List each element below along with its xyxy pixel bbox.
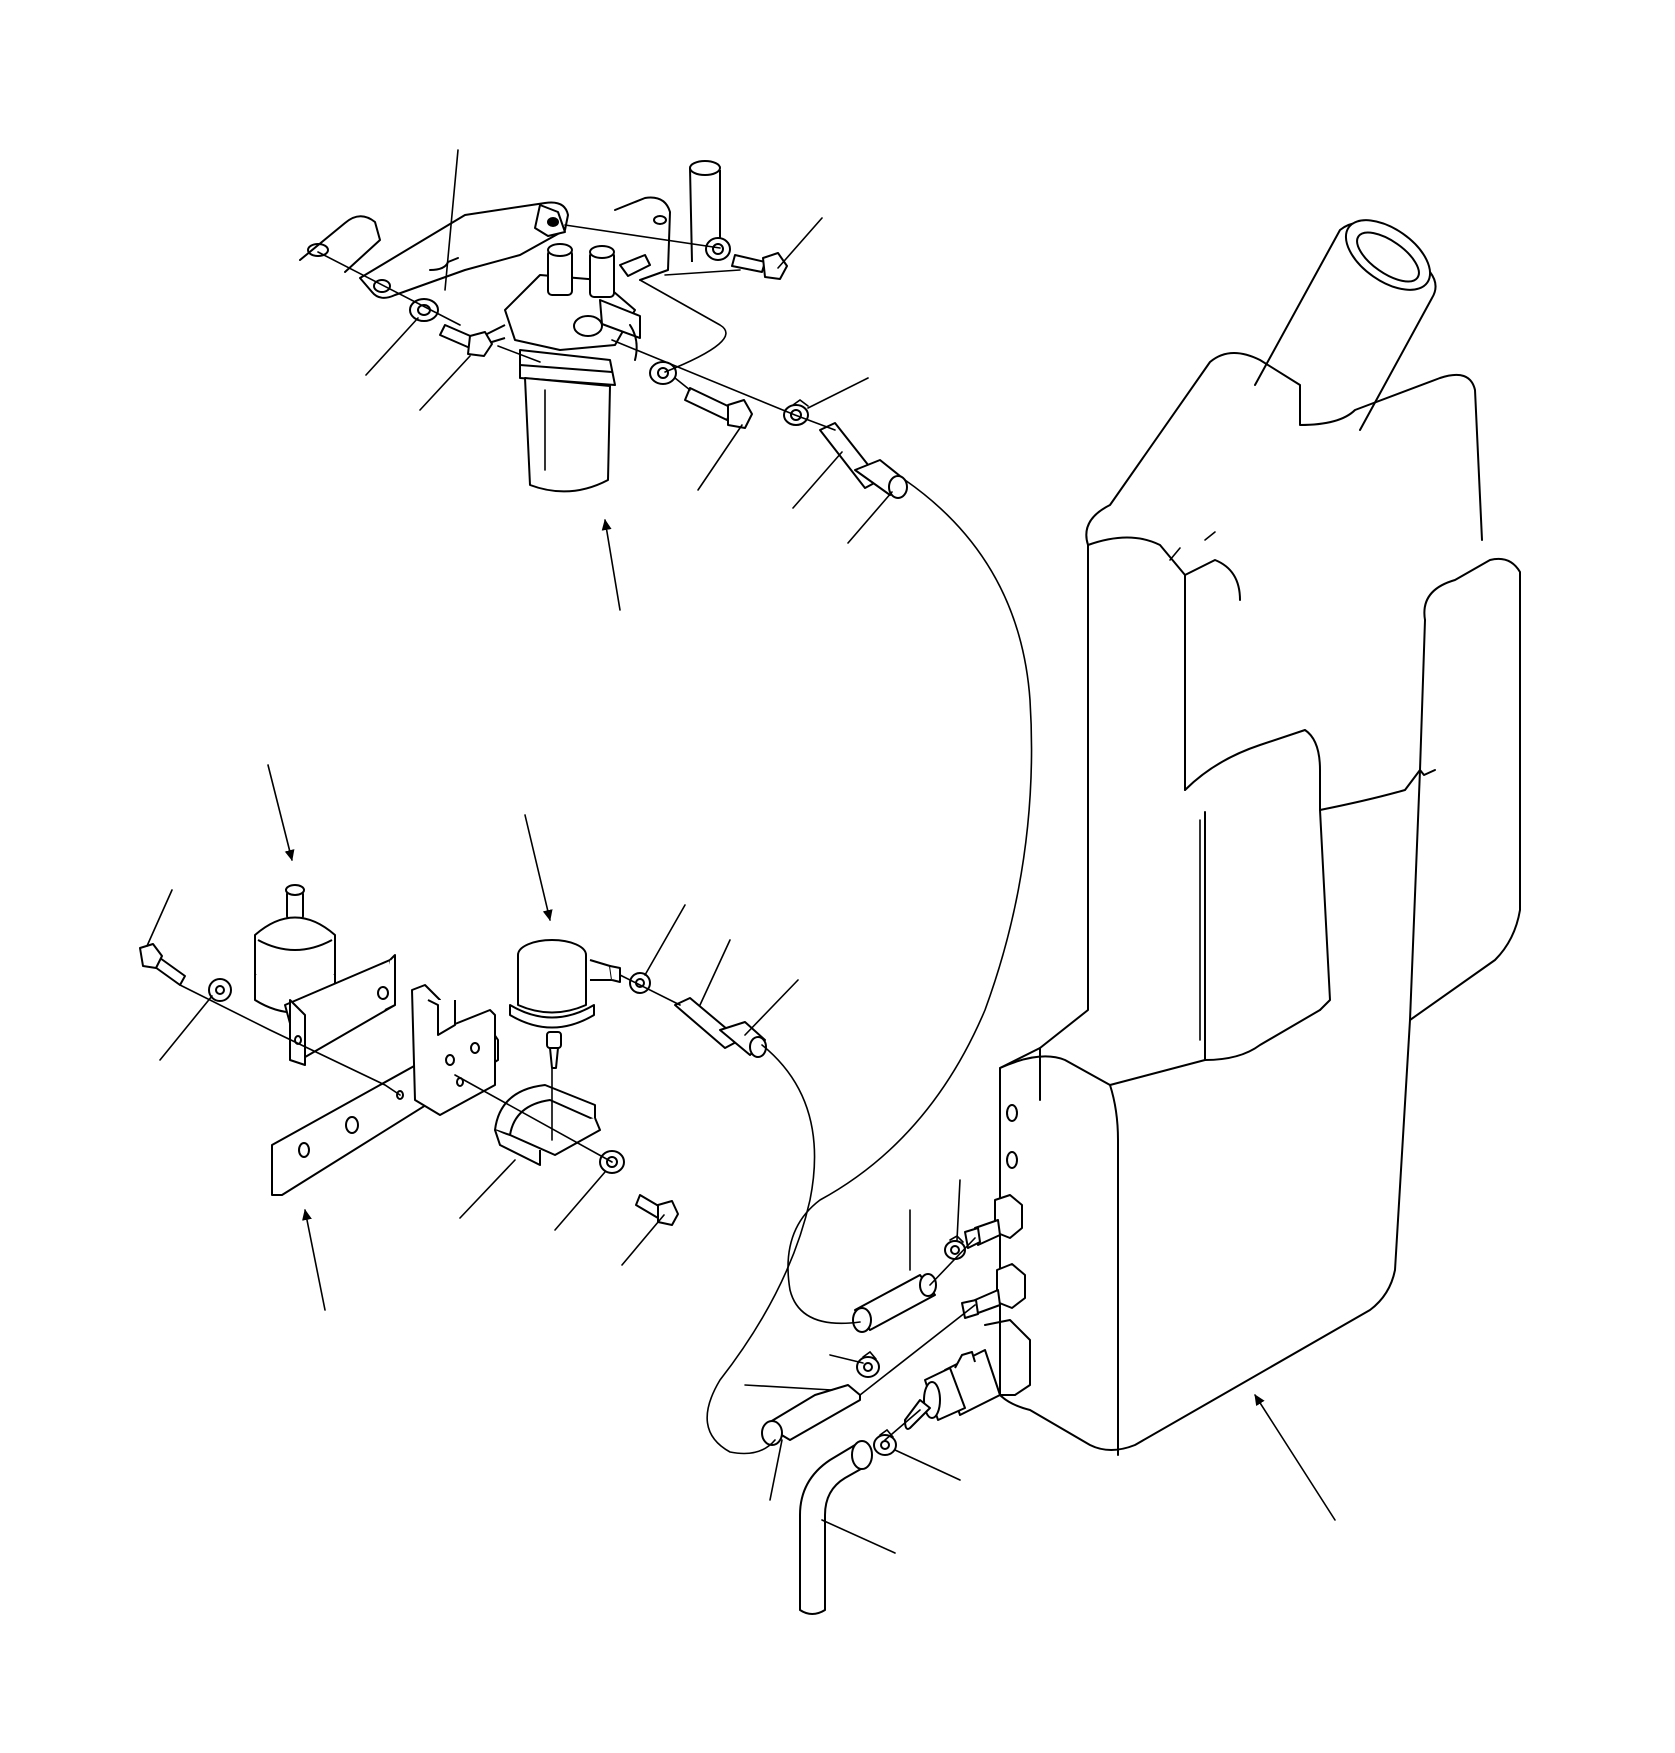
callout-leaders <box>146 149 1336 1554</box>
fuel-filter <box>509 939 621 1069</box>
mounting-plate <box>271 984 499 1196</box>
hose-clips <box>629 399 966 1456</box>
fuel-pump <box>254 884 396 1066</box>
water-separator <box>481 243 651 493</box>
fuel-tank <box>984 352 1521 1456</box>
elbow-hose <box>799 1440 873 1615</box>
bolts <box>139 252 788 1226</box>
assembly-lines <box>179 224 976 1441</box>
fuel-hoses <box>706 479 1033 1455</box>
washers <box>208 237 731 1174</box>
separator-bracket <box>299 160 721 299</box>
tank-fittings <box>961 1219 1001 1319</box>
drain-cock <box>904 1349 1001 1430</box>
filter-clamp <box>494 1084 601 1166</box>
filler-neck <box>1254 219 1437 431</box>
hose-sleeves <box>674 422 937 1446</box>
